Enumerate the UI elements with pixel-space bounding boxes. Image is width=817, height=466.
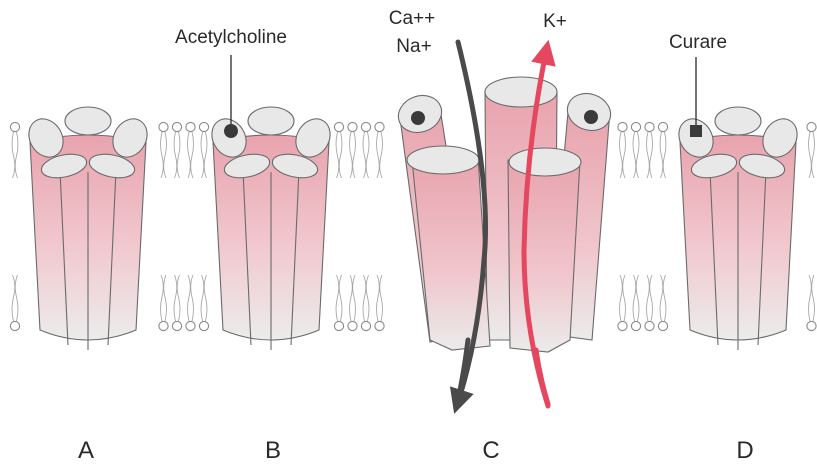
acetylcholine-molecule (224, 124, 238, 138)
lipid-tail (363, 132, 369, 178)
lipid-tail (647, 132, 653, 178)
channel-b (205, 107, 337, 350)
lipid-head (199, 321, 208, 330)
lipid-head (375, 321, 384, 330)
lipid-tail (188, 132, 194, 178)
lipid-head (172, 122, 181, 131)
lipid-tail (12, 275, 18, 321)
lipid-head (159, 321, 168, 330)
lipid-head (10, 321, 19, 330)
lipid-head (186, 321, 195, 330)
potassium-label: K+ (543, 11, 567, 32)
lipid-head (361, 321, 370, 330)
lipid-head (645, 122, 654, 131)
lipid-head (645, 321, 654, 330)
lipid-tail (161, 275, 167, 321)
lipid-head (618, 321, 627, 330)
lipid-tail (350, 132, 356, 178)
lipid-tail (660, 132, 666, 178)
lipid-head (658, 122, 667, 131)
lipid-tail (161, 132, 167, 178)
lipid-head (375, 122, 384, 131)
channel-d (672, 107, 804, 350)
lipid-head (618, 122, 627, 131)
curare-molecule (690, 125, 702, 137)
panel-label-a: A (78, 437, 94, 464)
lipid-tail (620, 275, 626, 321)
lipid-head (186, 122, 195, 131)
sodium-label: Na+ (396, 36, 431, 57)
lipid-tail (633, 275, 639, 321)
lipid-tail (174, 132, 180, 178)
channel-a (22, 107, 154, 350)
acetylcholine-molecule-right (584, 110, 598, 124)
lipid-tail (809, 275, 815, 321)
lipid-head (348, 122, 357, 131)
lipid-head (807, 122, 816, 131)
lipid-tail (336, 132, 342, 178)
lipid-tail (188, 275, 194, 321)
lipid-tail (377, 132, 383, 178)
lipid-head (658, 321, 667, 330)
lipid-head (631, 122, 640, 131)
lipid-tail (174, 275, 180, 321)
lipid-tail (660, 275, 666, 321)
lipid-head (10, 122, 19, 131)
lipid-tail (809, 132, 815, 178)
lipid-tail (12, 132, 18, 178)
lipid-tail (201, 132, 207, 178)
lipid-head (159, 122, 168, 131)
lipid-head (631, 321, 640, 330)
lipid-tail (201, 275, 207, 321)
lipid-head (334, 321, 343, 330)
lipid-tail (647, 275, 653, 321)
lipid-tail (633, 132, 639, 178)
lipid-head (348, 321, 357, 330)
panel-label-d: D (736, 437, 753, 464)
calcium-label: Ca++ (389, 8, 435, 29)
panel-label-b: B (265, 437, 281, 464)
lipid-tail (620, 132, 626, 178)
lipid-head (172, 321, 181, 330)
lipid-tail (350, 275, 356, 321)
curare-label: Curare (669, 32, 727, 53)
lipid-head (334, 122, 343, 131)
lipid-tail (377, 275, 383, 321)
lipid-head (807, 321, 816, 330)
panel-label-c: C (482, 437, 499, 464)
lipid-head (361, 122, 370, 131)
acetylcholine-label: Acetylcholine (175, 27, 287, 48)
lipid-tail (363, 275, 369, 321)
lipid-head (199, 122, 208, 131)
lipid-tail (336, 275, 342, 321)
acetylcholine-molecule-left (411, 111, 425, 125)
channel-c (393, 77, 616, 352)
